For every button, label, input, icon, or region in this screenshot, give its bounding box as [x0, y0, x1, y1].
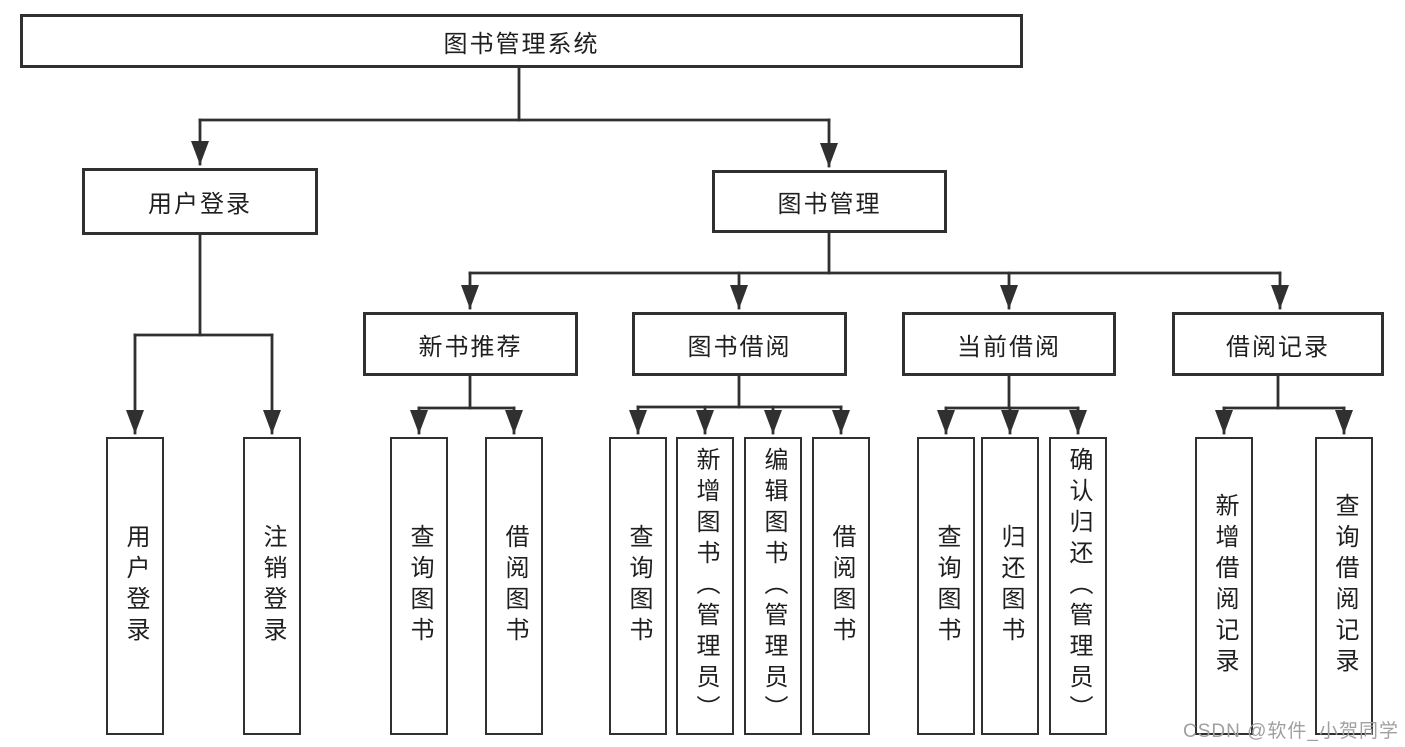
node-current-borrowing: 当前借阅	[902, 312, 1116, 376]
leaf-edit-books-admin: 编辑图书（管理员）	[744, 437, 802, 735]
leaf-query-books-borrowing: 查询图书	[609, 437, 667, 735]
leaf-user-login: 用户登录	[106, 437, 164, 735]
leaf-return-books: 归还图书	[981, 437, 1039, 735]
node-book-borrowing: 图书借阅	[632, 312, 847, 376]
leaf-confirm-return-admin: 确认归还（管理员）	[1049, 437, 1107, 735]
leaf-add-borrow-record: 新增借阅记录	[1195, 437, 1253, 735]
leaf-add-books-admin: 新增图书（管理员）	[676, 437, 734, 735]
leaf-query-books-current: 查询图书	[917, 437, 975, 735]
node-new-book-recommend: 新书推荐	[363, 312, 578, 376]
leaf-borrow-books-borrowing: 借阅图书	[812, 437, 870, 735]
watermark: CSDN @软件_小贺同学	[1183, 721, 1399, 742]
leaf-query-borrow-record: 查询借阅记录	[1315, 437, 1373, 735]
node-root-library-system: 图书管理系统	[20, 14, 1023, 68]
leaf-query-books-recommend: 查询图书	[390, 437, 448, 735]
node-book-management: 图书管理	[712, 170, 947, 233]
leaf-logout: 注销登录	[243, 437, 301, 735]
node-user-login: 用户登录	[82, 168, 318, 235]
node-borrowing-records: 借阅记录	[1172, 312, 1384, 376]
leaf-borrow-books-recommend: 借阅图书	[485, 437, 543, 735]
